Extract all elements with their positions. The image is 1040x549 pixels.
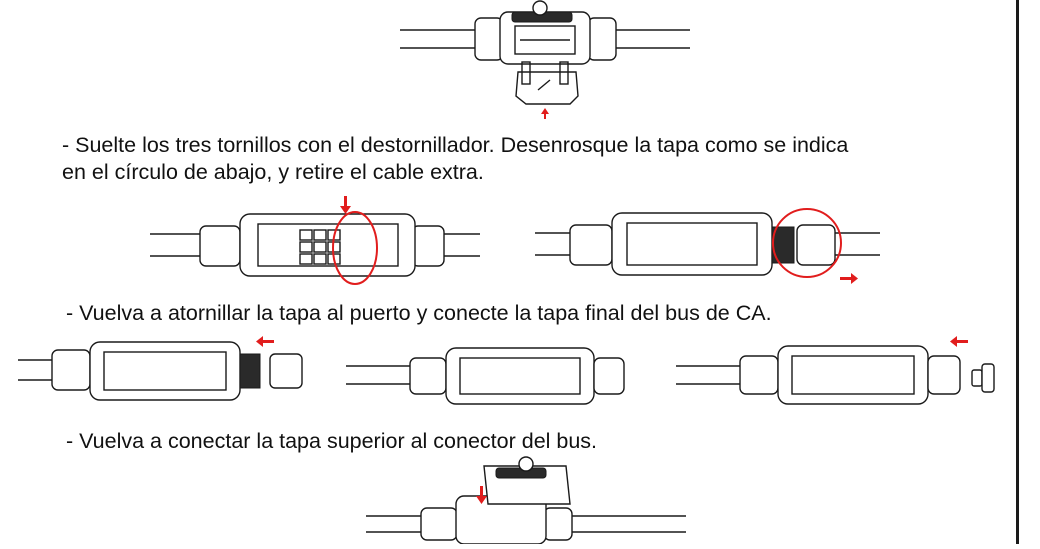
instruction-step-1-line-2: en el círculo de abajo, y retire el cabl… (62, 160, 484, 184)
connector-illustration-cap-installed (346, 344, 646, 408)
connector-illustration-top-cover-reattach (366, 456, 686, 545)
page-right-border (1016, 0, 1019, 544)
connector-illustration-cap-unscrew (535, 205, 880, 285)
instruction-step-2: - Vuelva a atornillar la tapa al puerto … (66, 301, 772, 325)
connector-illustration-end-cap (676, 332, 1001, 408)
instruction-step-3: - Vuelva a conectar la tapa superior al … (66, 429, 598, 453)
instruction-step-1-line-1: - Suelte los tres tornillos con el desto… (62, 133, 849, 157)
connector-illustration-cover-removed (400, 0, 690, 120)
connector-illustration-screws-highlight (150, 192, 480, 292)
connector-illustration-cap-screw-on (18, 332, 314, 408)
